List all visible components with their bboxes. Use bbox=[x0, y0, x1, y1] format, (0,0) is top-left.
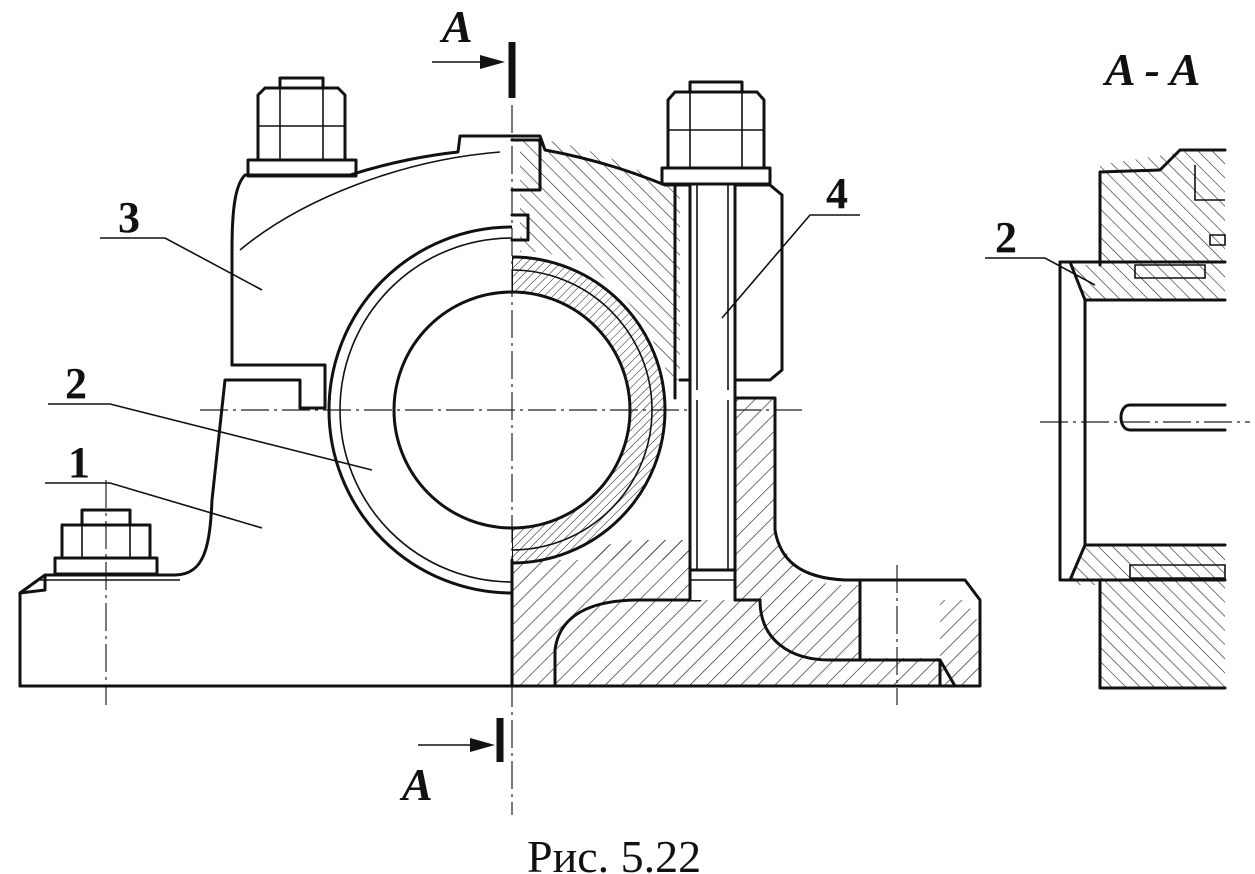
label-part-1: 1 bbox=[68, 438, 90, 487]
base-bolt-nut bbox=[53, 508, 159, 576]
bearing-liner bbox=[327, 225, 667, 595]
leader-lines bbox=[45, 214, 1096, 529]
section-mark-bottom bbox=[418, 718, 504, 762]
section-cut-label-top: A bbox=[439, 1, 473, 52]
cap-bolt bbox=[660, 80, 772, 602]
section-view-title: A - A bbox=[1102, 44, 1200, 95]
label-part-3: 3 bbox=[118, 193, 140, 242]
housing-cap bbox=[230, 134, 784, 410]
label-part-4: 4 bbox=[826, 169, 848, 218]
label-part-2: 2 bbox=[65, 359, 87, 408]
section-cut-label-bottom: A bbox=[399, 759, 433, 810]
figure-caption: Рис. 5.22 bbox=[527, 831, 701, 874]
housing-base bbox=[18, 378, 982, 688]
label-part-2-section: 2 bbox=[995, 213, 1017, 262]
section-view-aa bbox=[1058, 148, 1227, 690]
section-mark-top bbox=[432, 42, 516, 98]
left-cap-nut bbox=[246, 76, 358, 178]
